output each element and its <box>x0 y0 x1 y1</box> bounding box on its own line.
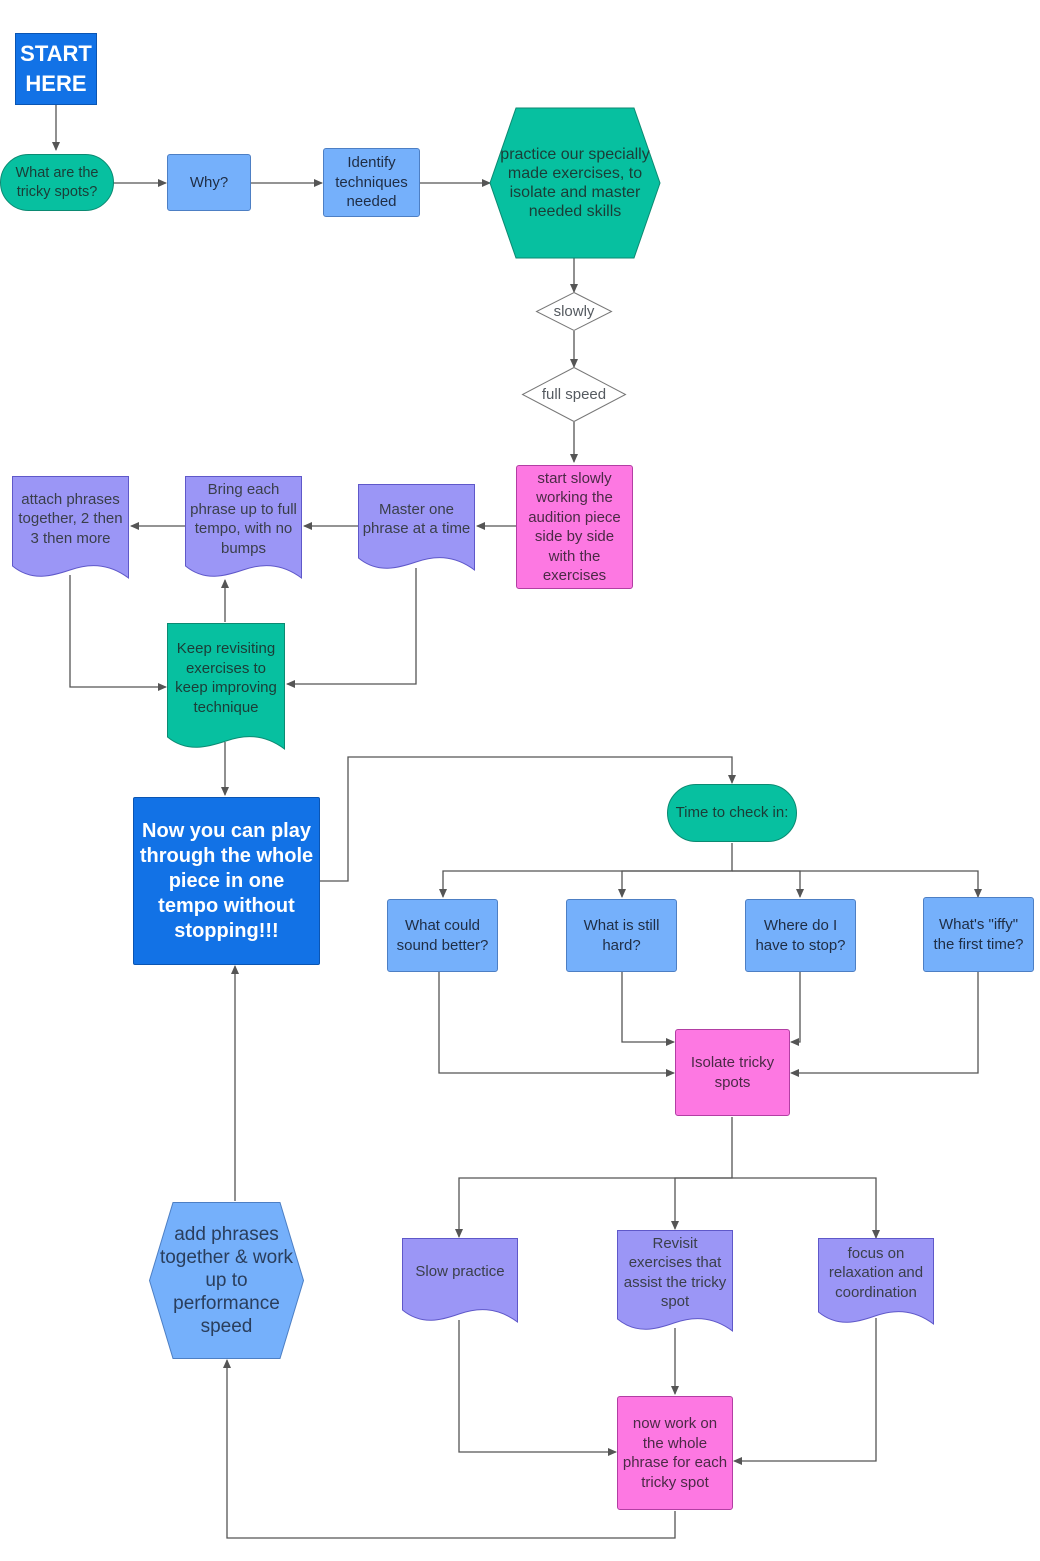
still-hard-label: What is still hard? <box>583 917 660 954</box>
edge-checkin-to-soundbetter <box>439 843 733 898</box>
relaxation-label: focus on relaxation and coordination <box>828 1244 924 1301</box>
add-phrases-hexagon[interactable]: add phrases together & work up to perfor… <box>148 1202 305 1359</box>
start-here-node[interactable]: START HERE <box>15 33 97 105</box>
slow-practice-label: Slow practice <box>415 1263 505 1281</box>
edge-playthrough-to-checkin <box>320 756 736 882</box>
add-phrases-label: add phrases together & work up to perfor… <box>159 1224 294 1337</box>
why-label: Why? <box>189 173 229 191</box>
edge-checkin-to-iffy <box>732 870 982 898</box>
practice-exercises-hexagon[interactable]: practice our specially made exercises, t… <box>489 107 661 259</box>
isolate-label: Isolate tricky spots <box>690 1054 775 1091</box>
diamond-shape <box>535 291 613 332</box>
edge-stillhard-to-isolate <box>621 972 675 1046</box>
edge-isolate-to-relaxation <box>732 1177 880 1239</box>
edge-soundbetter-to-isolate <box>438 972 675 1077</box>
edge-master-to-revisiting <box>286 568 417 688</box>
diamond-shape <box>521 366 627 423</box>
sound-better-node[interactable]: What could sound better? <box>387 899 498 972</box>
identify-label: Identify techniques needed <box>335 154 408 211</box>
edge-havetostop-to-isolate <box>790 972 801 1046</box>
start-here-label: START HERE <box>20 41 92 96</box>
isolate-node[interactable]: Isolate tricky spots <box>675 1029 790 1116</box>
relaxation-document[interactable]: focus on relaxation and coordination <box>818 1238 934 1326</box>
document-shape <box>617 1230 733 1332</box>
edge-wholephrase-to-addphrases <box>223 1359 676 1539</box>
document-shape <box>12 476 129 579</box>
edge-attach-to-revisiting <box>69 575 167 691</box>
bring-tempo-document[interactable]: Bring each phrase up to full tempo, with… <box>185 476 302 580</box>
revisit-exercises-label: Revisit exercises that assist the tricky… <box>623 1234 727 1311</box>
edge-relaxation-to-wholephrase <box>733 1318 877 1465</box>
edge-slowpractice-to-wholephrase <box>458 1320 617 1456</box>
slowly-label: slowly <box>553 302 595 320</box>
keep-revisiting-document[interactable]: Keep revisiting exercises to keep improv… <box>167 623 285 751</box>
edge-iffy-to-isolate <box>790 972 979 1077</box>
practice-exercises-label: practice our specially made exercises, t… <box>500 146 650 220</box>
document-shape <box>818 1238 934 1325</box>
bring-tempo-label: Bring each phrase up to full tempo, with… <box>190 481 297 557</box>
hexagon-shape <box>489 107 661 259</box>
still-hard-node[interactable]: What is still hard? <box>566 899 677 972</box>
hexagon-shape <box>148 1202 305 1359</box>
have-to-stop-label: Where do I have to stop? <box>755 917 846 954</box>
slow-practice-document[interactable]: Slow practice <box>402 1238 518 1324</box>
start-slowly-label: start slowly working the audition piece … <box>528 469 621 585</box>
full-speed-label: full speed <box>541 385 607 403</box>
document-shape <box>167 623 285 750</box>
tricky-spots-label: What are the tricky spots? <box>15 164 99 200</box>
whole-phrase-node[interactable]: now work on the whole phrase for each tr… <box>617 1396 733 1510</box>
identify-node[interactable]: Identify techniques needed <box>323 148 420 217</box>
master-phrase-document[interactable]: Master one phrase at a time <box>358 484 475 572</box>
iffy-label: What's "iffy" the first time? <box>933 916 1024 953</box>
attach-phrases-label: attach phrases together, 2 then 3 then m… <box>18 490 123 547</box>
full-speed-decision[interactable]: full speed <box>521 366 627 423</box>
edge-checkin-to-stillhard <box>618 870 732 898</box>
document-shape <box>185 476 302 579</box>
sound-better-label: What could sound better? <box>396 917 489 954</box>
tricky-spots-terminal[interactable]: What are the tricky spots? <box>0 154 114 211</box>
document-shape <box>358 484 475 571</box>
whole-phrase-label: now work on the whole phrase for each tr… <box>622 1415 728 1491</box>
check-in-terminal[interactable]: Time to check in: <box>667 784 797 842</box>
revisit-exercises-document[interactable]: Revisit exercises that assist the tricky… <box>617 1230 733 1333</box>
why-node[interactable]: Why? <box>167 154 251 211</box>
edge-checkin-to-havetostop <box>732 870 804 898</box>
start-slowly-node[interactable]: start slowly working the audition piece … <box>516 465 633 589</box>
edge-isolate-to-revisit <box>671 1177 732 1230</box>
document-shape <box>402 1238 518 1323</box>
edge-isolate-to-slowpractice <box>455 1117 733 1238</box>
check-in-label: Time to check in: <box>675 804 789 822</box>
have-to-stop-node[interactable]: Where do I have to stop? <box>745 899 856 972</box>
play-through-label: Now you can play through the whole piece… <box>139 819 314 942</box>
play-through-node[interactable]: Now you can play through the whole piece… <box>133 797 320 965</box>
iffy-node[interactable]: What's "iffy" the first time? <box>923 897 1034 972</box>
attach-phrases-document[interactable]: attach phrases together, 2 then 3 then m… <box>12 476 129 580</box>
master-phrase-label: Master one phrase at a time <box>362 500 471 538</box>
slowly-decision[interactable]: slowly <box>535 291 613 332</box>
keep-revisiting-label: Keep revisiting exercises to keep improv… <box>175 640 277 716</box>
